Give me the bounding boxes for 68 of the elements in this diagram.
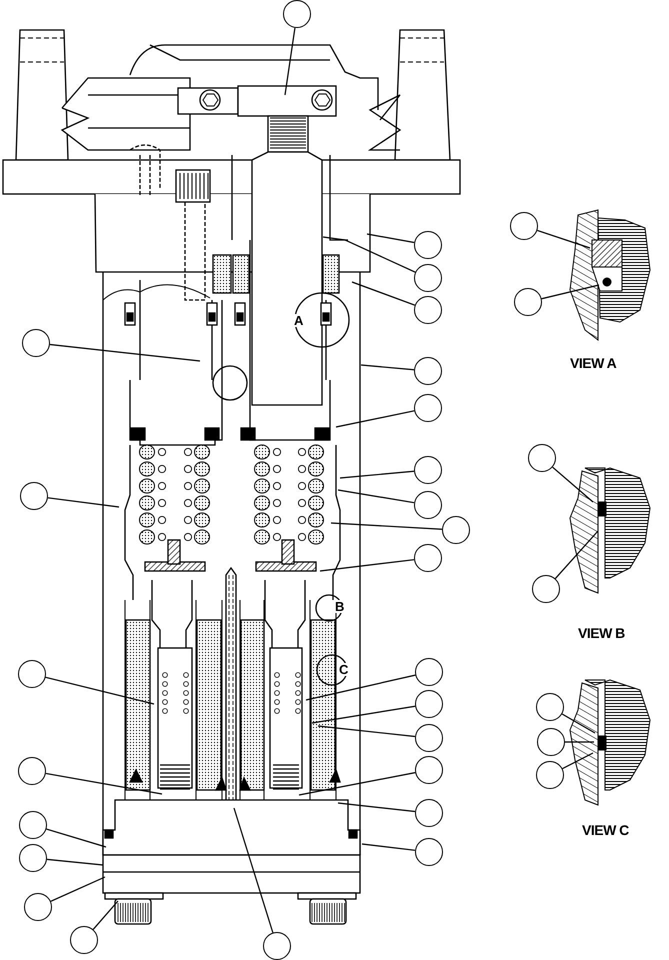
- leader-line: [562, 752, 594, 770]
- callout-circle: [415, 838, 443, 866]
- leader-line: [554, 530, 598, 579]
- callout-circle: [532, 575, 560, 603]
- leader-line: [233, 808, 274, 933]
- callout-circle: [414, 264, 442, 292]
- callout-circle: [415, 690, 443, 718]
- callout-circle: [415, 658, 443, 686]
- leader-line: [318, 725, 416, 738]
- callout-circle: [19, 811, 47, 839]
- callout-circle: [414, 394, 442, 422]
- leader-line: [322, 236, 416, 273]
- detail-letter: C: [339, 663, 348, 676]
- callout-circle: [18, 757, 46, 785]
- leader-line: [46, 828, 106, 848]
- leader-line: [50, 876, 106, 902]
- leader-line: [46, 858, 104, 866]
- leader-line: [338, 489, 414, 504]
- callout-circle: [24, 893, 52, 921]
- callout-circle: [19, 844, 47, 872]
- leader-line: [48, 497, 120, 508]
- leader-line: [336, 410, 414, 428]
- callout-circle: [22, 329, 50, 357]
- leader-line: [298, 772, 416, 796]
- leader-line: [320, 559, 414, 572]
- leader-line: [541, 284, 600, 300]
- callout-circle: [536, 693, 564, 721]
- leader-line: [552, 466, 594, 502]
- callout-circle: [415, 799, 443, 827]
- view-title: VIEW C: [582, 823, 629, 837]
- callout-circle: [528, 444, 556, 472]
- callout-circle: [414, 296, 442, 324]
- detail-letter: B: [335, 600, 344, 613]
- callout-circle: [20, 482, 48, 510]
- leader-line: [360, 364, 414, 370]
- view-title: VIEW A: [570, 356, 616, 370]
- callout-circle: [415, 724, 443, 752]
- callout-circle: [510, 212, 538, 240]
- leader-line: [352, 281, 416, 306]
- callout-circle: [537, 728, 565, 756]
- callout-circle: [514, 288, 542, 316]
- callout-circle: [414, 491, 442, 519]
- callout-circle: [415, 756, 443, 784]
- leader-line: [366, 233, 414, 244]
- callout-circle: [283, 0, 311, 28]
- callout-circle: [414, 456, 442, 484]
- leader-line: [284, 28, 296, 96]
- leader-line: [537, 230, 590, 249]
- leader-line: [340, 470, 414, 479]
- leader-line: [50, 344, 200, 362]
- callout-circle: [18, 660, 46, 688]
- leader-line: [330, 522, 442, 530]
- callout-circle: [536, 761, 564, 789]
- detail-letter: A: [294, 314, 304, 327]
- leader-line: [312, 706, 416, 724]
- leader-line: [45, 676, 154, 705]
- view-title: VIEW B: [578, 626, 625, 640]
- leader-line: [338, 802, 416, 812]
- leader-line: [362, 843, 416, 851]
- callout-circle: [414, 357, 442, 385]
- callout-circle: [263, 932, 291, 960]
- leader-line: [92, 900, 118, 930]
- callout-circle: [414, 544, 442, 572]
- callout-circle: [414, 231, 442, 259]
- leader-line: [46, 772, 162, 795]
- callout-circle: [70, 926, 98, 954]
- callout-circle: [442, 516, 470, 544]
- leader-line: [306, 674, 416, 701]
